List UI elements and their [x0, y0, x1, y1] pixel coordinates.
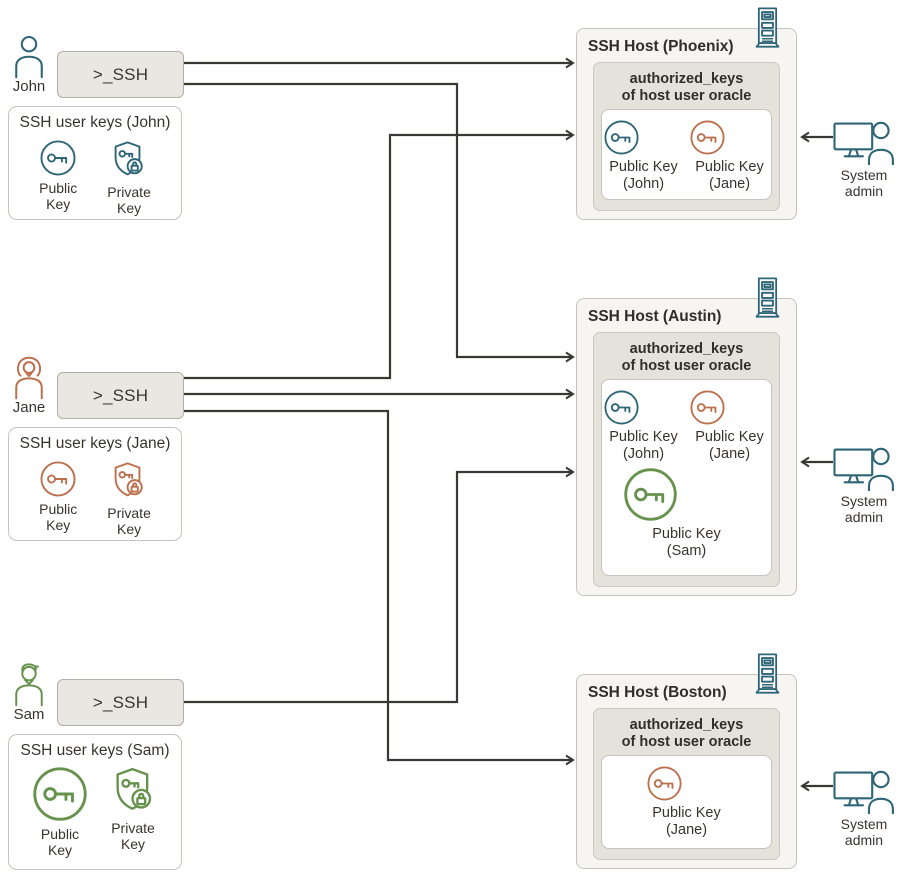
user-keys-card: SSH user keys (John) Public Key Private …	[8, 106, 182, 220]
host-keys-panel: Public Key (John) Public Key (Jane) Publ…	[601, 379, 772, 576]
host-key-label: Public Key (Jane)	[652, 805, 721, 838]
host-key-label: Public Key (Sam)	[652, 526, 721, 560]
public-key-item: Public Key	[31, 765, 89, 858]
private-key-item: Private Key	[107, 765, 159, 852]
user-keys-card: SSH user keys (Jane) Public Key Private …	[8, 427, 182, 541]
user-name: Jane	[12, 399, 46, 416]
host-key-item: Public Key (Jane)	[646, 765, 728, 838]
arrow-jane-to-phoenix	[183, 129, 575, 380]
person-icon	[12, 33, 46, 79]
public-key-icon	[603, 389, 685, 426]
public-key-icon	[689, 389, 771, 426]
server-icon	[752, 652, 783, 696]
public-key-label: Public Key	[40, 826, 80, 859]
shield-lock-icon	[107, 765, 159, 817]
public-key-icon	[646, 765, 728, 802]
host-title: SSH Host (Austin)	[588, 308, 722, 325]
host-key-label: Public Key (John)	[609, 159, 678, 192]
public-key-icon	[39, 139, 77, 177]
authorized-keys-title: authorized_keys of host user oracle	[621, 717, 752, 751]
ssh-host-boston: SSH Host (Boston) authorized_keys of hos…	[576, 653, 797, 869]
user-keys-card-title: SSH user keys (Sam)	[20, 742, 170, 759]
user-keys-card-title: SSH user keys (John)	[19, 114, 171, 131]
host-key-item: Public Key (Jane)	[689, 389, 771, 462]
host-key-label: Public Key (Jane)	[695, 159, 764, 192]
authorized-keys-box: authorized_keys of host user oracle Publ…	[593, 708, 780, 860]
host-keys-panel: Public Key (John) Public Key (Jane)	[601, 109, 772, 200]
host-key-label: Public Key (John)	[609, 429, 678, 462]
ssh-terminal-box: >_SSH	[57, 372, 184, 419]
arrow-sam-to-austin	[183, 466, 575, 704]
private-key-label: Private Key	[107, 184, 151, 217]
public-key-icon	[603, 119, 685, 156]
authorized-keys-box: authorized_keys of host user oracle Publ…	[593, 332, 780, 587]
private-key-item: Private Key	[107, 460, 151, 537]
public-key-label: Public Key	[39, 501, 78, 534]
public-key-item: Public Key	[39, 460, 77, 533]
authorized-keys-box: authorized_keys of host user oracle Publ…	[593, 62, 780, 211]
host-key-item: Public Key (John)	[603, 389, 685, 462]
authorized-keys-title: authorized_keys of host user oracle	[621, 341, 752, 375]
host-title: SSH Host (Phoenix)	[588, 38, 734, 55]
private-key-label: Private Key	[107, 505, 151, 538]
ssh-terminal-box: >_SSH	[57, 51, 184, 98]
user-keys-card: SSH user keys (Sam) Public Key Private K…	[8, 734, 182, 870]
system-admin-phoenix: System admin	[832, 119, 896, 199]
ssh-terminal-box: >_SSH	[57, 679, 184, 726]
admin-label: System admin	[840, 167, 888, 200]
host-keys-panel: Public Key (Jane)	[601, 755, 772, 849]
authorized-keys-title: authorized_keys of host user oracle	[621, 71, 752, 105]
public-key-label: Public Key	[39, 180, 78, 213]
server-icon	[752, 6, 783, 50]
host-key-item: Public Key (Jane)	[689, 119, 771, 192]
user-name: John	[12, 78, 46, 95]
server-icon	[752, 276, 783, 320]
user-keys-card-title: SSH user keys (Jane)	[19, 435, 171, 452]
private-key-label: Private Key	[111, 820, 155, 853]
public-key-icon	[39, 460, 77, 498]
public-key-icon	[689, 119, 771, 156]
person-icon	[12, 661, 46, 707]
admin-label: System admin	[840, 493, 888, 526]
admin-workstation-icon	[832, 768, 896, 814]
admin-label: System admin	[840, 816, 888, 849]
admin-workstation-icon	[832, 119, 896, 165]
system-admin-austin: System admin	[832, 445, 896, 525]
public-key-icon	[31, 765, 89, 823]
user-name: Sam	[13, 706, 45, 723]
public-key-icon	[622, 466, 752, 523]
host-key-item: Public Key (Sam)	[622, 466, 752, 559]
host-title: SSH Host (Boston)	[588, 684, 727, 701]
system-admin-boston: System admin	[832, 768, 896, 848]
host-key-label: Public Key (Jane)	[695, 429, 764, 462]
host-key-item: Public Key (John)	[603, 119, 685, 192]
person-icon	[12, 354, 46, 400]
shield-lock-icon	[107, 460, 151, 502]
admin-workstation-icon	[832, 445, 896, 491]
shield-lock-icon	[107, 139, 151, 181]
ssh-host-austin: SSH Host (Austin) authorized_keys of hos…	[576, 277, 797, 596]
arrow-john-to-austin	[183, 82, 575, 363]
ssh-host-phoenix: SSH Host (Phoenix) authorized_keys of ho…	[576, 7, 797, 220]
public-key-item: Public Key	[39, 139, 77, 212]
arrow-jane-to-boston	[183, 409, 575, 766]
private-key-item: Private Key	[107, 139, 151, 216]
